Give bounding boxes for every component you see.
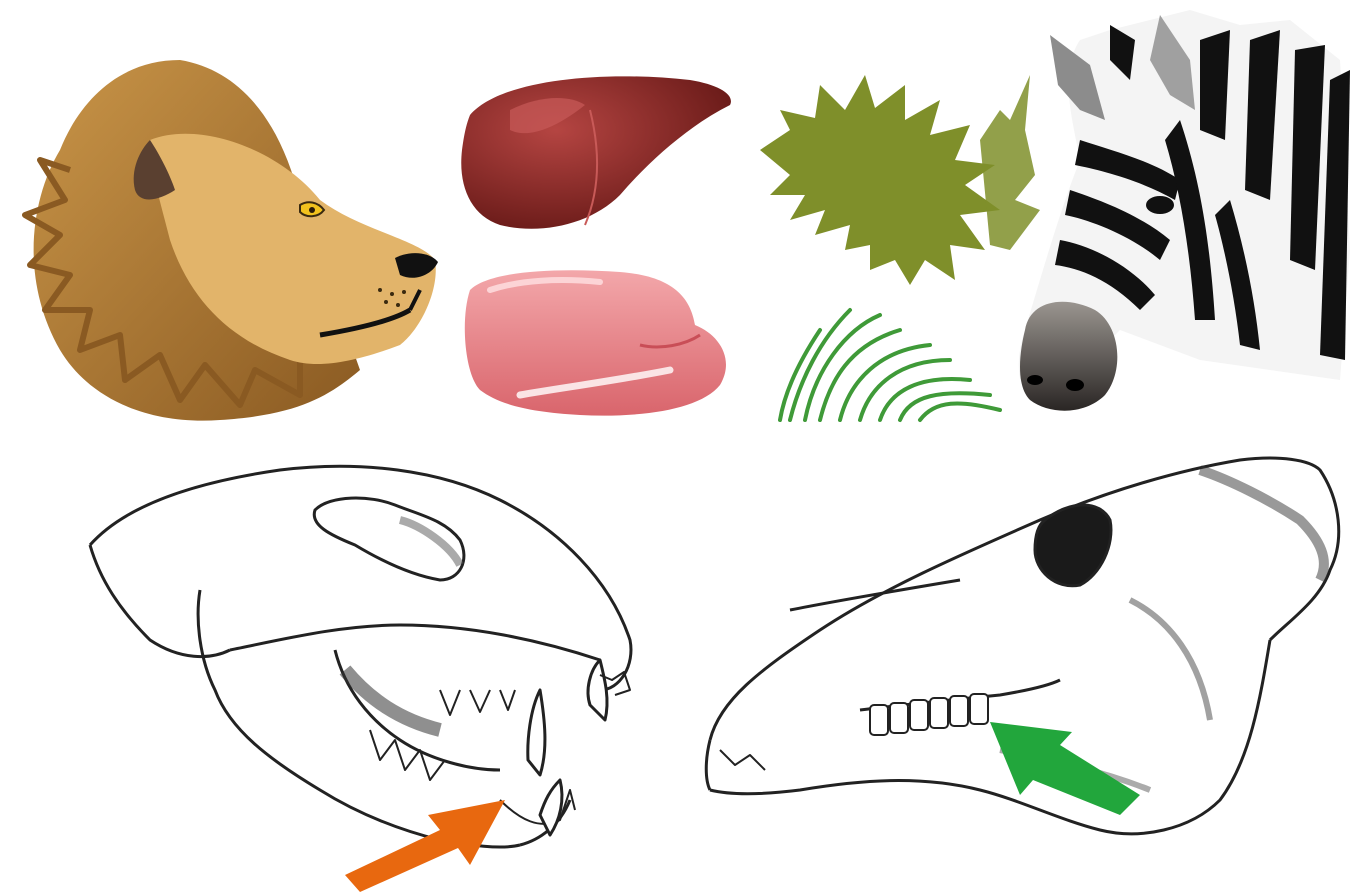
grass-tuft <box>780 310 1000 420</box>
lion-skull <box>90 466 631 847</box>
zebra-head <box>1019 10 1350 411</box>
green-shrub <box>760 75 1040 285</box>
raw-liver <box>461 76 731 228</box>
raw-meat-steak <box>465 270 726 415</box>
lion-head <box>25 60 438 421</box>
